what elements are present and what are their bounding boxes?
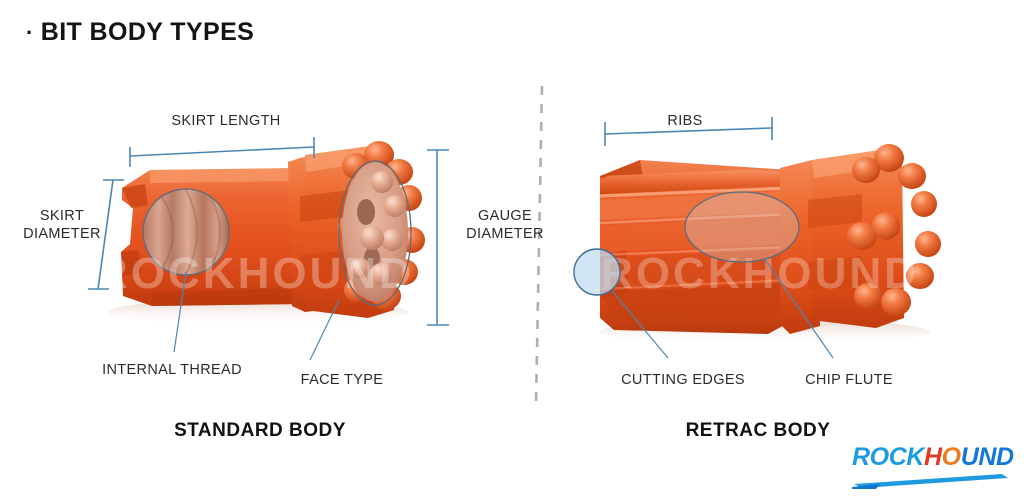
flushing-hole-upper [357,199,375,225]
retrac-head-groove-upper [808,194,862,228]
standard-head-groove-upper [300,190,352,222]
chip-flute-marker [684,191,800,263]
cutting-edges-fill [574,249,620,295]
logo-swoosh-icon [852,474,1008,489]
watermark-standard: ROCKHOUND [96,249,414,298]
title-bullet-icon: · [26,20,34,46]
cutting-edges-leader [611,290,669,359]
standard-dimension-lines [88,137,449,326]
skirt-diameter-line-1: SKIRT [39,208,85,224]
skirt-length-line [129,146,315,157]
standard-skirt-notch-bottom [121,250,142,276]
standard-head-groove-lower [300,250,352,282]
ribs-line [604,127,773,135]
standard-skirt-notch-top [122,184,148,208]
section-caption-standard-body: STANDARD BODY [174,420,346,441]
callout-label-chip-flute: CHIP FLUTE [805,372,893,388]
dimension-label-gauge-diameter: GAUGE DIAMETER [457,207,553,243]
retrac-dimension-lines [604,117,773,146]
standard-skirt-bottom-shade [152,288,305,306]
watermark-retrac: ROCKHOUND [601,249,919,298]
skirt-diameter-line-2: DIAMETER [23,226,101,243]
skirt-diameter-line [97,179,114,290]
dimension-label-skirt-diameter: SKIRT DIAMETER [12,207,112,243]
logo-part-rock: ROCK [852,443,925,471]
retrac-ribs [599,168,790,322]
standard-head-top-highlight [305,146,372,172]
logo-part-o: O [941,443,961,471]
section-caption-retrac-body: RETRAC BODY [685,420,831,441]
standard-skirt-top-highlight [150,168,303,183]
standard-leader-lines [173,271,340,361]
standard-body-bit-image: ROCKHOUND [96,141,425,318]
page-title-text: BIT BODY TYPES [40,18,255,46]
gauge-diameter-line-1: GAUGE [477,208,533,224]
dashed-divider [534,85,544,405]
callout-label-face-type: FACE TYPE [300,372,384,388]
retrac-head-top-highlight [812,150,882,178]
internal-thread-leader [173,271,187,353]
rockhound-wordmark: ROCKHOUND [852,443,1014,471]
callout-label-internal-thread: INTERNAL THREAD [102,362,242,378]
logo-part-h: H [924,443,942,471]
retrac-head-groove-lower [808,256,862,290]
dimension-label-skirt-length: SKIRT LENGTH [171,113,281,129]
chip-flute-leader [763,257,834,359]
logo-part-und: UND [960,443,1014,471]
gauge-diameter-line-2: DIAMETER [466,226,544,243]
dimension-label-ribs: RIBS [667,113,703,129]
retrac-leader-lines [611,257,834,359]
face-type-marker [338,160,412,306]
retrac-body-bit-image: ROCKHOUND [573,144,941,334]
cutting-edges-marker [573,248,621,296]
face-type-leader [309,299,340,361]
retrac-head-buttons [847,144,941,316]
internal-thread-window [143,189,229,275]
standard-face-buttons [350,171,406,285]
callout-label-cutting-edges: CUTTING EDGES [621,372,745,388]
chip-flute-fill [685,192,799,262]
rockhound-logo: ROCKHOUND [852,443,1014,491]
page-title: ·BIT BODY TYPES [26,18,254,47]
